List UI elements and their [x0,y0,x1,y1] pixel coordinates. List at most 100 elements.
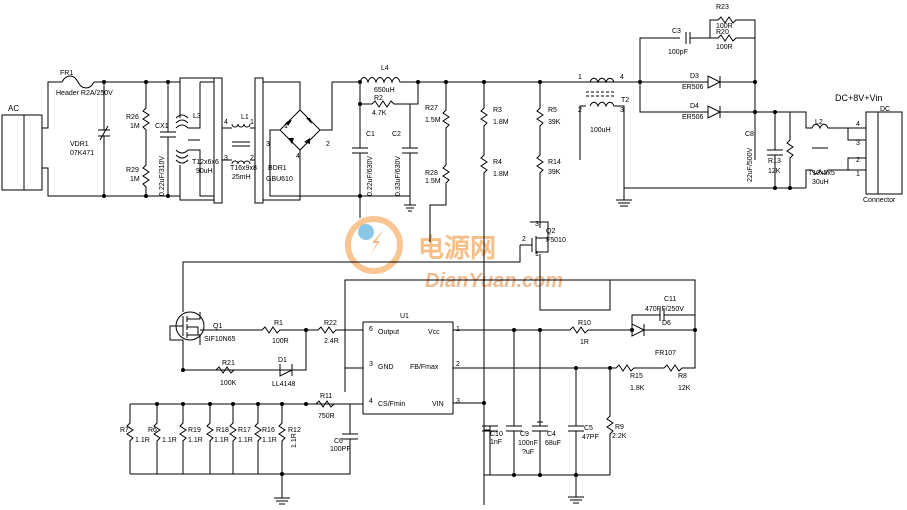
svg-text:470PF/250V: 470PF/250V [645,306,684,313]
svg-text:DC: DC [880,106,890,113]
svg-text:4.7K: 4.7K [372,110,387,117]
capacitor-c2 [402,104,418,205]
sense-resistor-bank [126,404,290,505]
controller-ic-u1: U1 Output Vcc GND FB/Fmax CS/Fmin VIN 6 … [362,313,460,415]
svg-text:R17: R17 [238,427,251,434]
svg-text:L3: L3 [193,113,201,120]
svg-text:3: 3 [224,155,228,162]
output-title: DC+8V+Vin [835,93,882,103]
svg-text:12K: 12K [768,168,781,175]
svg-text:R26: R26 [126,114,139,121]
svg-text:R7: R7 [120,427,129,434]
resistor-r21-diode-d1 [183,330,307,377]
svg-text:R1: R1 [274,320,283,327]
svg-text:47PF: 47PF [582,434,599,441]
svg-text:1.5M: 1.5M [425,117,441,124]
svg-text:D4: D4 [690,103,699,110]
svg-text:FR1: FR1 [60,70,73,77]
ground-symbol [404,204,416,212]
svg-text:R14: R14 [548,159,561,166]
svg-text:R8: R8 [678,373,687,380]
mosfet-q2: 3 2 1 Q2 F5010 [520,221,566,258]
ac-connector: AC [1,104,43,191]
svg-text:T16x9x8: T16x9x8 [230,165,257,172]
svg-text:1: 1 [856,171,860,178]
svg-text:SIF10N65: SIF10N65 [204,336,236,343]
capacitor-c6 [290,404,358,475]
watermark-bolt-icon [370,229,384,255]
svg-text:750R: 750R [318,413,335,420]
svg-text:BDR1: BDR1 [268,165,287,172]
svg-text:ER506: ER506 [682,84,704,91]
svg-text:R22: R22 [324,320,337,327]
svg-text:4: 4 [856,121,860,128]
svg-text:2: 2 [522,236,526,243]
ground-symbol [568,496,584,504]
svg-text:GND: GND [378,364,394,371]
svg-text:4: 4 [369,398,373,405]
svg-text:0.22uF/630V: 0.22uF/630V [367,156,374,196]
svg-text:25mH: 25mH [232,174,251,181]
inductor-l2: L2 T10x5x5 30uH [790,111,848,188]
svg-text:R16: R16 [262,427,275,434]
svg-text:Header R2A/250V: Header R2A/250V [56,90,113,97]
svg-text:R27: R27 [425,105,438,112]
svg-text:30uH: 30uH [812,179,829,186]
svg-text:C10: C10 [490,431,503,438]
svg-text:R19: R19 [188,427,201,434]
svg-text:100pF: 100pF [668,49,688,56]
capacitor-c8 [755,111,783,188]
watermark-en: DianYuan.com [425,270,563,292]
svg-text:F5010: F5010 [546,237,566,244]
resistor-r13 [775,111,794,188]
svg-text:0.33uF/630V: 0.33uF/630V [395,156,402,196]
diode-d4 [639,82,755,119]
svg-text:R20: R20 [716,29,729,36]
watermark: 电源网 DianYuan.com [345,216,563,292]
capacitor-c9 [506,330,522,475]
wire [42,81,62,129]
svg-text:650uH: 650uH [374,87,395,94]
capacitor-c10 [482,425,498,475]
svg-text:R2: R2 [374,95,383,102]
svg-text:2: 2 [250,155,254,162]
svg-text:1.5M: 1.5M [425,178,441,185]
junction-dots [102,80,792,477]
svg-text:Q1: Q1 [213,323,222,330]
svg-text:R18: R18 [216,427,229,434]
resistor-r26-r29 [142,82,150,196]
svg-text:R13: R13 [768,158,781,165]
svg-text:C3: C3 [672,28,681,35]
svg-text:1R: 1R [580,339,589,346]
svg-text:100R: 100R [716,44,733,51]
svg-text:FB/Fmax: FB/Fmax [410,364,439,371]
capacitor-c11 [610,279,696,330]
watermark-logo-dot [358,224,374,240]
svg-text:R12: R12 [288,427,301,434]
svg-text:C5: C5 [584,425,593,432]
svg-text:C6: C6 [334,438,343,445]
resistor-r2 [359,82,419,108]
svg-text:C8: C8 [745,131,754,138]
svg-text:CS/Fmin: CS/Fmin [378,401,405,408]
svg-text:3: 3 [266,141,270,148]
svg-text:D1: D1 [278,357,287,364]
svg-text:GBU610: GBU610 [266,176,293,183]
mosfet-q1: Q1 SIF10N65 [169,311,236,370]
svg-text:4: 4 [224,119,228,126]
svg-text:2: 2 [578,107,582,114]
svg-text:R3: R3 [493,107,502,114]
watermark-logo-ring [345,216,403,274]
inductor-l1: 4 1 3 2 L1 T16x9x8 25mH [213,77,264,204]
capacitor-cx1 [160,82,176,196]
svg-text:1.1R: 1.1R [291,433,298,448]
resistor-r10-diode-d6 [453,315,696,337]
inductor-l3: L3 T12x6x6 90uH [175,81,219,197]
svg-text:L1: L1 [241,114,249,121]
varistor-vdr1 [98,82,110,196]
svg-text:68uF: 68uF [545,440,561,447]
capacitor-c5 [568,368,584,497]
svg-text:100R: 100R [272,338,289,345]
svg-text:R5: R5 [548,107,557,114]
svg-text:100PF: 100PF [330,446,351,453]
